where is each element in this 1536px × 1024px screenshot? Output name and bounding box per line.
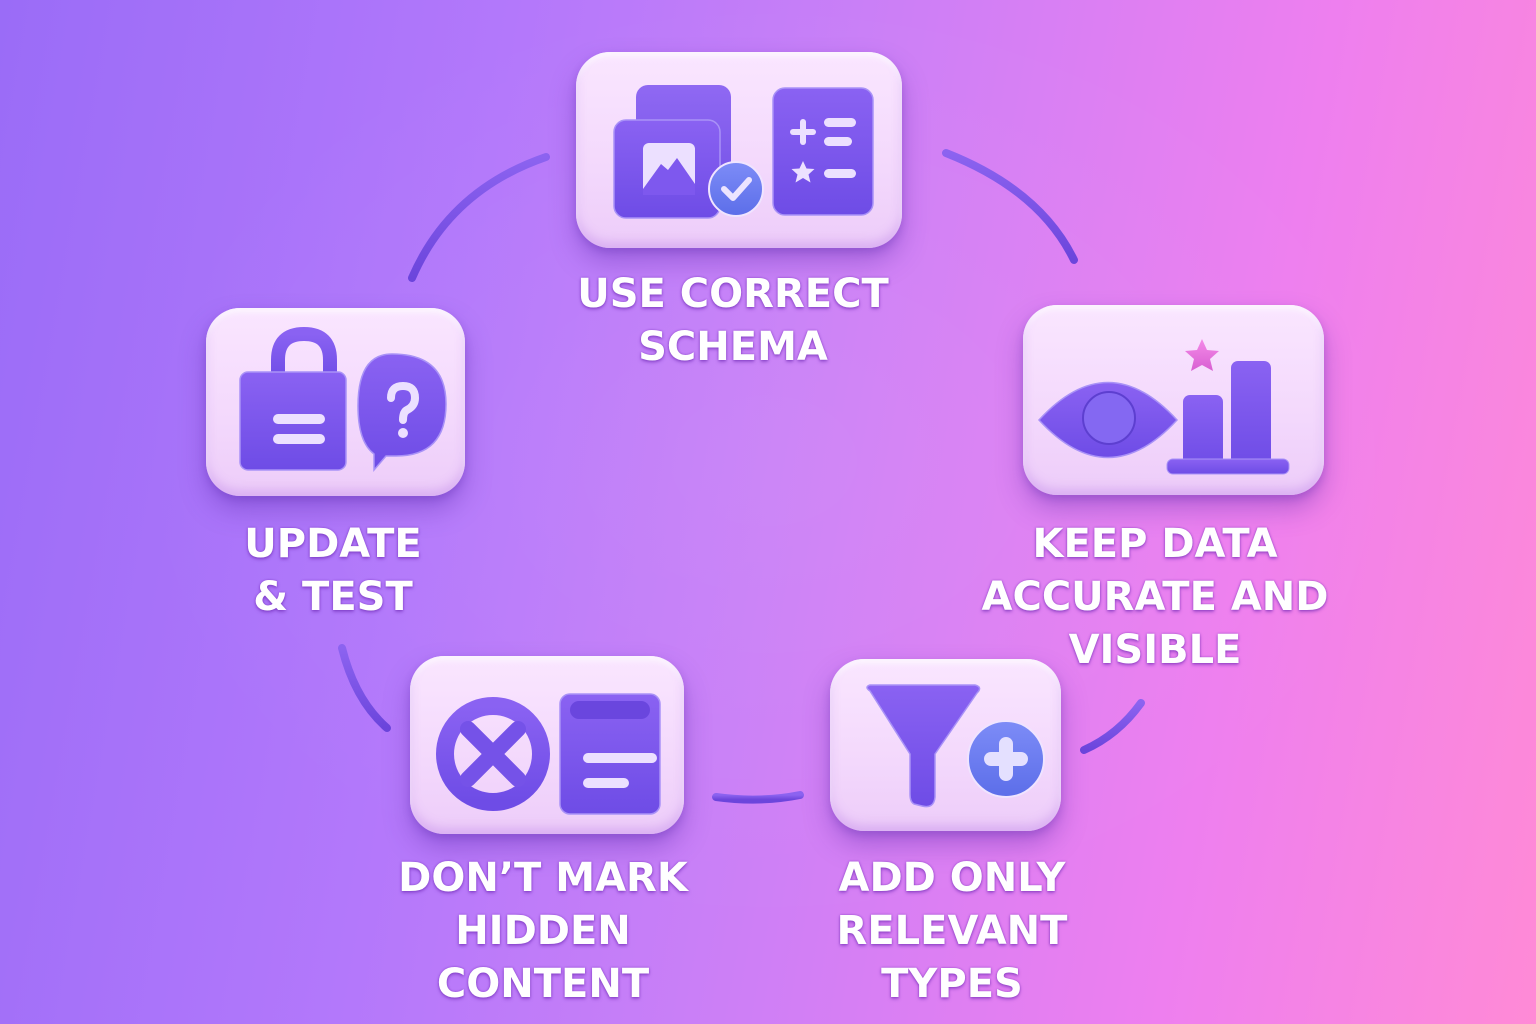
connector-arc-update-to-schema <box>408 153 550 282</box>
connector-arc-hidden-to-update <box>338 644 391 732</box>
connector-arc-schema-to-data <box>942 149 1078 264</box>
step-card-dont-mark-hidden <box>410 656 684 834</box>
step-card-keep-data-accurate <box>1023 305 1324 495</box>
step-card-update-test <box>206 308 465 496</box>
star-icon <box>1185 339 1219 371</box>
bar-chart-icon <box>1166 361 1290 475</box>
step-label-dont-mark-hidden: DON’T MARK HIDDEN CONTENT <box>398 855 688 1007</box>
document-icon <box>559 693 661 815</box>
step-label-keep-data-accurate: KEEP DATA ACCURATE AND VISIBLE <box>981 521 1329 673</box>
question-bubble-icon <box>357 353 447 473</box>
step-card-add-only-relevant <box>830 659 1061 831</box>
image-stack-icon <box>613 85 731 219</box>
blocked-circle-icon <box>436 697 550 811</box>
plus-badge-icon <box>967 720 1045 798</box>
shopping-bag-icon <box>239 326 347 471</box>
step-label-use-correct-schema: USE CORRECT SCHEMA <box>577 271 889 370</box>
eye-icon <box>1037 381 1179 459</box>
schema-list-icon <box>772 87 874 216</box>
funnel-icon <box>866 684 981 808</box>
step-label-add-only-relevant: ADD ONLY RELEVANT TYPES <box>836 855 1068 1007</box>
step-card-use-correct-schema <box>576 52 902 248</box>
connector-arc-types-to-hidden <box>712 791 804 804</box>
connector-arc-data-to-types <box>1080 699 1145 754</box>
check-badge-icon <box>708 161 764 217</box>
step-label-update-test: UPDATE & TEST <box>244 521 422 620</box>
